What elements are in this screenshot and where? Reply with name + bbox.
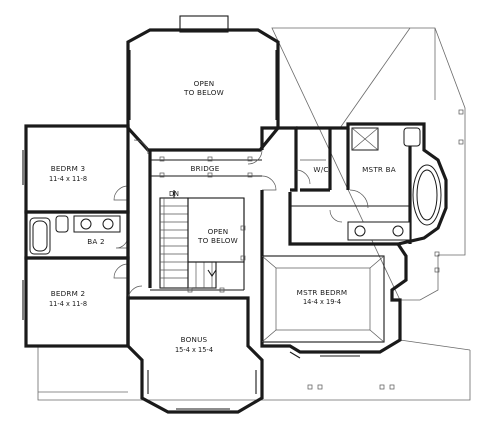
bath-2-fixtures: [29, 215, 121, 255]
open-mid-label-2: TO BELOW: [197, 236, 238, 245]
open-top-label-2: TO BELOW: [183, 88, 224, 97]
bonus-dims: 15-4 x 15-4: [175, 346, 213, 354]
bath-2-label: BA 2: [87, 237, 105, 246]
bedroom-3-name: BEDRM 3: [51, 164, 85, 173]
open-top-label-1: OPEN: [194, 79, 215, 88]
bonus-windows: [147, 370, 257, 410]
master-bedroom-dims: 14-4 x 19-4: [303, 298, 341, 306]
master-bath-fixtures: [295, 127, 442, 241]
master-bedroom-name: MSTR BEDRM: [297, 288, 348, 297]
master-bedroom-windows: [289, 351, 360, 359]
bedroom-3-dims: 11-4 x 11-8: [49, 175, 87, 183]
room-labels: OPEN TO BELOW BEDRM 3 11-4 x 11-8 BRIDGE…: [49, 79, 396, 354]
bonus-name: BONUS: [181, 335, 208, 344]
stairs-down-label: DN: [169, 190, 179, 198]
wic-label: W/C: [313, 165, 328, 174]
bridge-label: BRIDGE: [191, 164, 220, 173]
roof-vents: [307, 109, 464, 390]
central-hall: [126, 150, 262, 346]
bonus-room-walls: [126, 296, 264, 414]
bedroom-2-name: BEDRM 2: [51, 289, 85, 298]
open-to-below-mid: [150, 197, 246, 293]
chimney: [179, 15, 229, 33]
master-bedroom-walls: [260, 190, 408, 354]
master-bedroom-ceiling: [261, 255, 385, 343]
window-marks-top: [129, 50, 277, 120]
open-mid-label-1: OPEN: [208, 227, 229, 236]
bedroom-2-dims: 11-4 x 11-8: [49, 300, 87, 308]
master-bath-label: MSTR BA: [362, 165, 396, 174]
roof-outline: [37, 27, 471, 401]
